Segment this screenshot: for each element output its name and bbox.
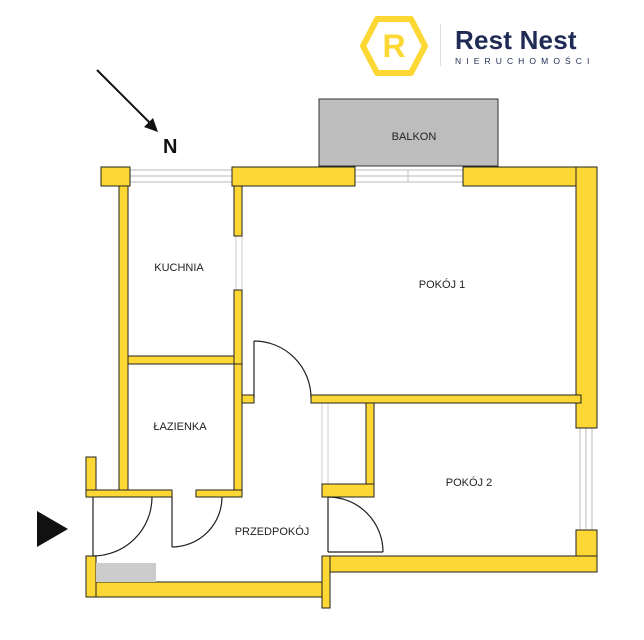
door-room1[interactable] [253, 340, 312, 399]
balcony-area [318, 98, 499, 167]
brand-name: Rest Nest [455, 25, 577, 55]
compass-label: N [163, 136, 177, 158]
wall-kitchen-right-top [233, 185, 243, 237]
wall-room2-left [365, 402, 375, 498]
wall-kitchen-bath [127, 355, 235, 365]
brand-separator [440, 24, 441, 66]
room-label-kuchnia: KUCHNIA [154, 262, 204, 274]
entry-cabinet [96, 563, 156, 582]
wall-left-inner [118, 185, 129, 498]
room-label-balkon: BALKON [392, 131, 437, 143]
room-label-pokoj1: POKÓJ 1 [419, 278, 465, 291]
wall-entry-top [85, 489, 173, 498]
wall-top-left [100, 166, 131, 187]
brand-subtitle: NIERUCHOMOŚCI [455, 56, 595, 66]
wall-bath-right [233, 363, 243, 498]
wall-room2-corner [321, 483, 375, 498]
brand: Rest Nest NIERUCHOMOŚCI [455, 26, 635, 66]
room-label-pokoj2: POKÓJ 2 [446, 476, 492, 489]
north-arrow-icon [96, 69, 158, 132]
wall-left-bottom [85, 555, 97, 598]
room-label-lazienka: ŁAZIENKA [153, 421, 207, 433]
wall-room1-bottom [310, 394, 582, 404]
wall-right-upper [575, 166, 598, 429]
door-room2[interactable] [327, 496, 384, 553]
wall-bath-bottom [195, 489, 243, 498]
wall-bottom-step [321, 555, 331, 609]
door-entrance[interactable] [92, 496, 153, 557]
brand-logo: R [360, 16, 428, 81]
wall-bottom-left [85, 581, 331, 598]
wall-bottom-right [321, 555, 598, 573]
logo-hexagon-icon: R [360, 16, 428, 76]
balcony-door-glazing [355, 169, 463, 183]
wall-room1-bottom-left [241, 394, 255, 404]
room-label-przedpokoj: PRZEDPOKÓJ [235, 525, 310, 538]
kitchen-opening [235, 235, 243, 290]
window-right [579, 428, 593, 530]
wall-top-middle [231, 166, 356, 187]
hall-opening [321, 403, 329, 484]
entrance-arrow-icon [37, 511, 68, 547]
door-bathroom[interactable] [171, 496, 223, 548]
logo-letter: R [382, 28, 405, 64]
window-top-left [130, 169, 232, 183]
walls [85, 166, 598, 609]
